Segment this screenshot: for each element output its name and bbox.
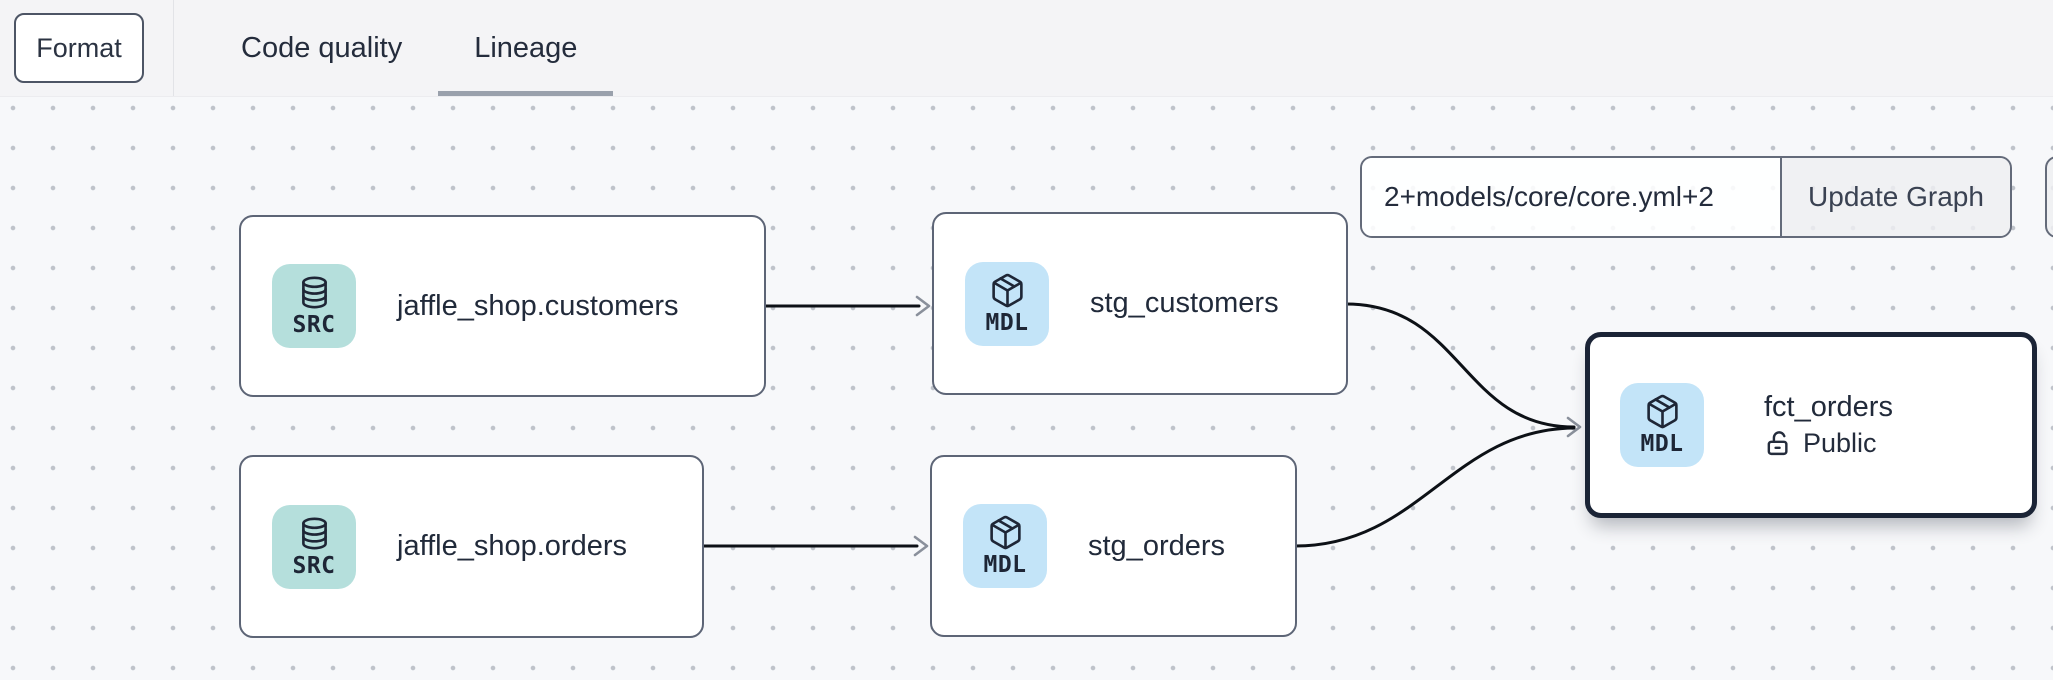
model-badge: MDL <box>965 261 1049 346</box>
access-row: Public <box>1764 428 1893 459</box>
lineage-node-fct-orders[interactable]: MDL fct_orders Public <box>1585 332 2037 518</box>
cube-icon <box>989 515 1021 550</box>
graph-selector-group: Update Graph <box>1360 156 2012 238</box>
lineage-node-jaffle-shop-orders[interactable]: SRC jaffle_shop.orders <box>239 455 704 638</box>
node-text: fct_orders Public <box>1764 391 1893 459</box>
tab-bar: Code quality Lineage <box>205 0 614 96</box>
model-badge: MDL <box>963 504 1047 588</box>
badge-label: MDL <box>983 552 1027 578</box>
node-label: stg_customers <box>1090 287 1279 319</box>
cube-icon <box>1646 394 1678 429</box>
tab-code-quality[interactable]: Code quality <box>205 0 438 96</box>
lineage-node-stg-orders[interactable]: MDL stg_orders <box>930 455 1297 637</box>
tab-lineage[interactable]: Lineage <box>438 0 614 96</box>
node-label: fct_orders <box>1764 391 1893 423</box>
graph-selector-input[interactable] <box>1362 158 1780 236</box>
source-badge: SRC <box>272 264 356 348</box>
badge-label: SRC <box>292 312 336 338</box>
tab-lineage-label: Lineage <box>474 31 578 64</box>
node-label: jaffle_shop.customers <box>397 289 679 322</box>
badge-label: MDL <box>1640 431 1684 457</box>
top-toolbar: Format Code quality Lineage <box>0 0 2053 97</box>
lineage-node-jaffle-shop-customers[interactable]: SRC jaffle_shop.customers <box>239 215 766 397</box>
clipped-edge-button[interactable] <box>2045 156 2053 238</box>
unlock-icon <box>1767 431 1788 456</box>
lineage-node-stg-customers[interactable]: MDL stg_customers <box>932 212 1348 395</box>
toolbar-divider <box>173 0 174 96</box>
tab-code-quality-label: Code quality <box>241 31 403 64</box>
source-badge: SRC <box>272 504 356 589</box>
model-badge: MDL <box>1620 383 1704 467</box>
update-graph-button[interactable]: Update Graph <box>1780 158 2010 236</box>
database-icon <box>301 276 327 309</box>
node-label: jaffle_shop.orders <box>397 530 628 562</box>
access-label: Public <box>1803 428 1877 458</box>
tab-active-underline <box>438 91 614 96</box>
format-button[interactable]: Format <box>14 13 144 83</box>
badge-label: SRC <box>292 552 336 579</box>
node-label: stg_orders <box>1088 529 1226 562</box>
database-icon <box>301 517 327 549</box>
cube-icon <box>991 273 1023 307</box>
badge-label: MDL <box>985 309 1029 336</box>
